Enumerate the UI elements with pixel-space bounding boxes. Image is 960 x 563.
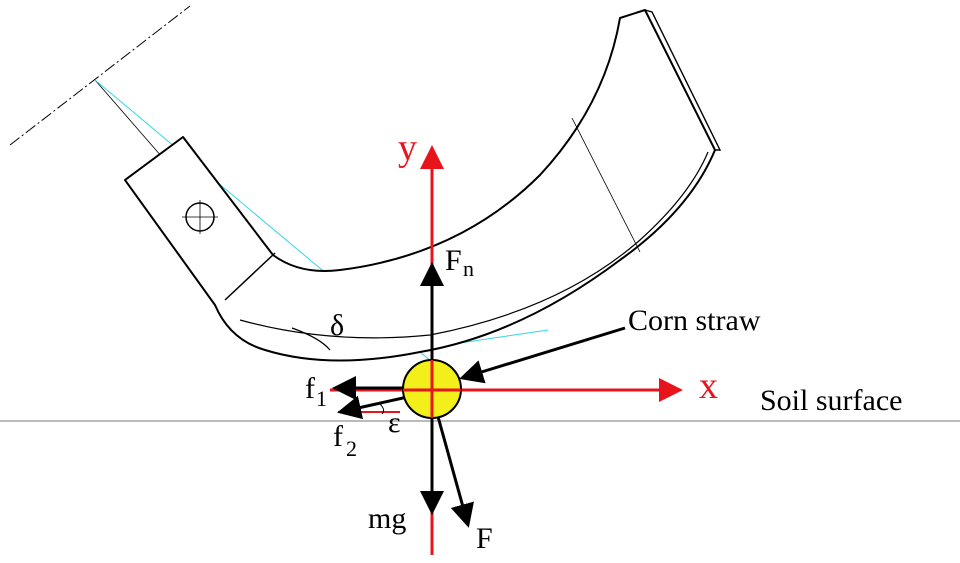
f2-subscript: 2 xyxy=(346,436,357,461)
f2-label: f xyxy=(333,420,343,453)
epsilon-angle-arc xyxy=(379,403,385,415)
blade-outline xyxy=(124,9,716,362)
gravity-label: mg xyxy=(368,502,406,535)
blade-inner-edge xyxy=(239,151,709,339)
rotation-reference-line xyxy=(9,5,191,146)
corn-straw-label: Corn straw xyxy=(628,304,761,337)
resultant-force-label: F xyxy=(476,522,493,555)
delta-label: δ xyxy=(330,309,344,342)
epsilon-label: ε xyxy=(388,406,401,439)
soil-surface-label: Soil surface xyxy=(760,384,902,417)
delta-angle-arc xyxy=(291,327,331,351)
y-axis-label: y xyxy=(398,127,417,169)
normal-force-label: F xyxy=(445,244,462,277)
corn-straw-arrow xyxy=(459,326,626,384)
normal-force-subscript: n xyxy=(463,256,474,281)
blade-thickness-edge xyxy=(644,9,722,151)
f1-subscript: 1 xyxy=(316,386,327,411)
f1-label: f xyxy=(305,372,315,405)
blade-section-line xyxy=(571,117,641,253)
x-axis-label: x xyxy=(699,365,718,407)
f2-friction-arrow xyxy=(337,394,413,420)
blade-shank-joint xyxy=(224,252,276,301)
